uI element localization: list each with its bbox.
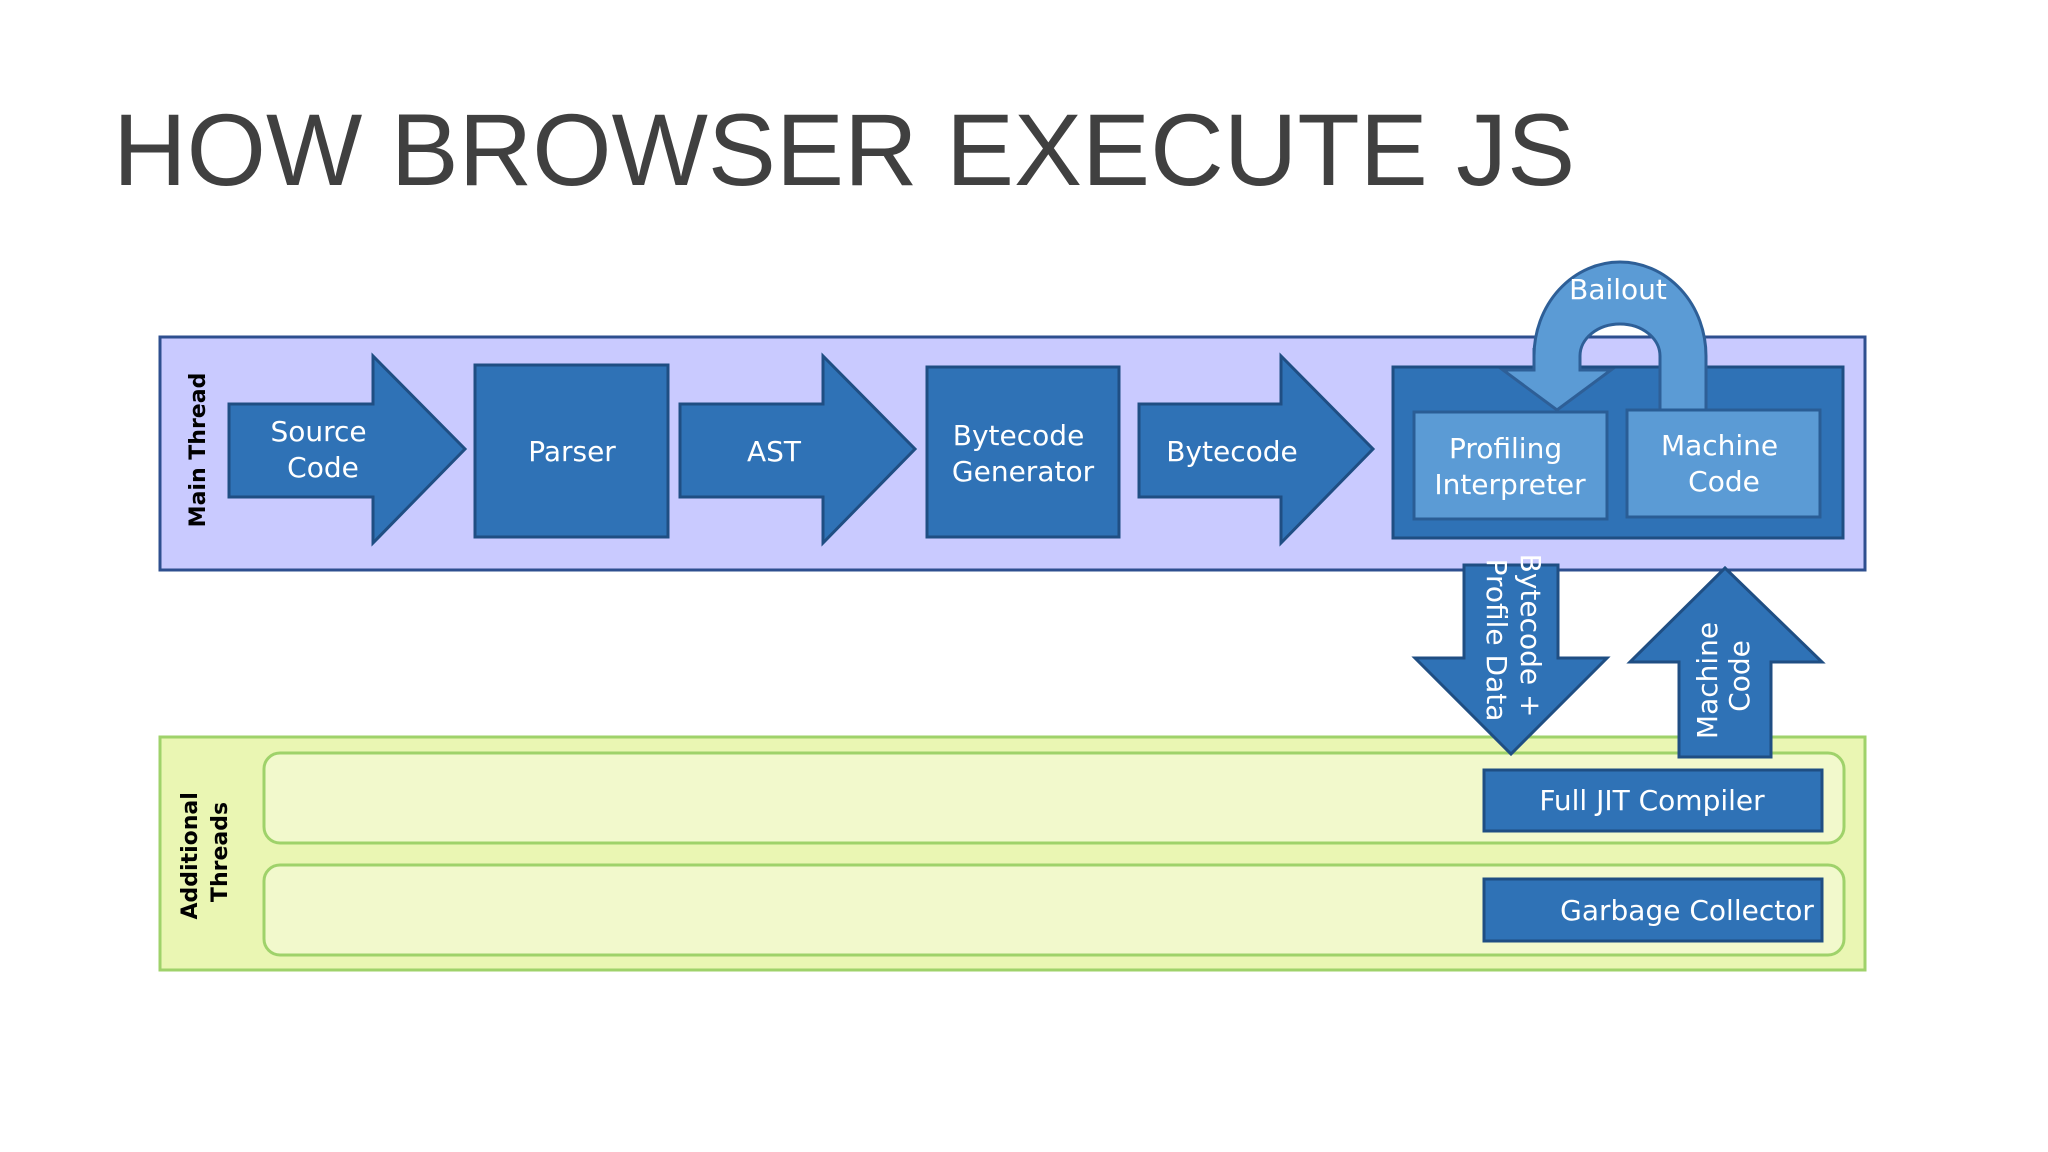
bytecode-generator-box: Bytecode Generator bbox=[925, 365, 1121, 539]
bytecode-profile-label: Bytecode + Profile Data bbox=[1480, 554, 1547, 727]
bailout-label: Bailout bbox=[1569, 273, 1667, 306]
machine-code-label: Machine Code bbox=[1661, 429, 1787, 498]
gc-thread-lane bbox=[262, 863, 1846, 957]
ast-label: AST bbox=[747, 435, 802, 468]
bytecode-arrow: Bytecode bbox=[1137, 352, 1376, 547]
garbage-collector-label: Garbage Collector bbox=[1560, 894, 1814, 927]
source-code-arrow: Source Code bbox=[227, 352, 468, 547]
profiling-interpreter-box: Profiling Interpreter bbox=[1412, 410, 1609, 521]
bailout-loop-arrow: Bailout bbox=[1498, 260, 1708, 412]
bytecode-profile-down-arrow: Bytecode + Profile Data bbox=[1411, 554, 1611, 757]
machine-code-transfer-label: Machine Code bbox=[1691, 613, 1756, 739]
profiling-interpreter-label: Profiling Interpreter bbox=[1434, 432, 1586, 501]
bytecode-generator-label: Bytecode Generator bbox=[952, 419, 1095, 488]
full-jit-compiler-box: Full JIT Compiler bbox=[1482, 768, 1824, 833]
full-jit-compiler-label: Full JIT Compiler bbox=[1539, 784, 1765, 817]
parser-box: Parser bbox=[473, 363, 670, 539]
machine-code-box: Machine Code bbox=[1625, 408, 1822, 519]
additional-threads-label: Additional Threads bbox=[178, 785, 233, 920]
slide-title: HOW BROWSER EXECUTE JS bbox=[113, 93, 1576, 207]
parser-label: Parser bbox=[528, 435, 616, 468]
jit-thread-lane bbox=[262, 751, 1846, 845]
bytecode-label: Bytecode bbox=[1166, 435, 1298, 468]
garbage-collector-box: Garbage Collector bbox=[1482, 877, 1824, 943]
machine-code-up-arrow: Machine Code bbox=[1626, 565, 1826, 759]
main-thread-label: Main Thread bbox=[186, 373, 211, 528]
ast-arrow: AST bbox=[678, 352, 918, 547]
source-code-label: Source Code bbox=[270, 415, 375, 484]
